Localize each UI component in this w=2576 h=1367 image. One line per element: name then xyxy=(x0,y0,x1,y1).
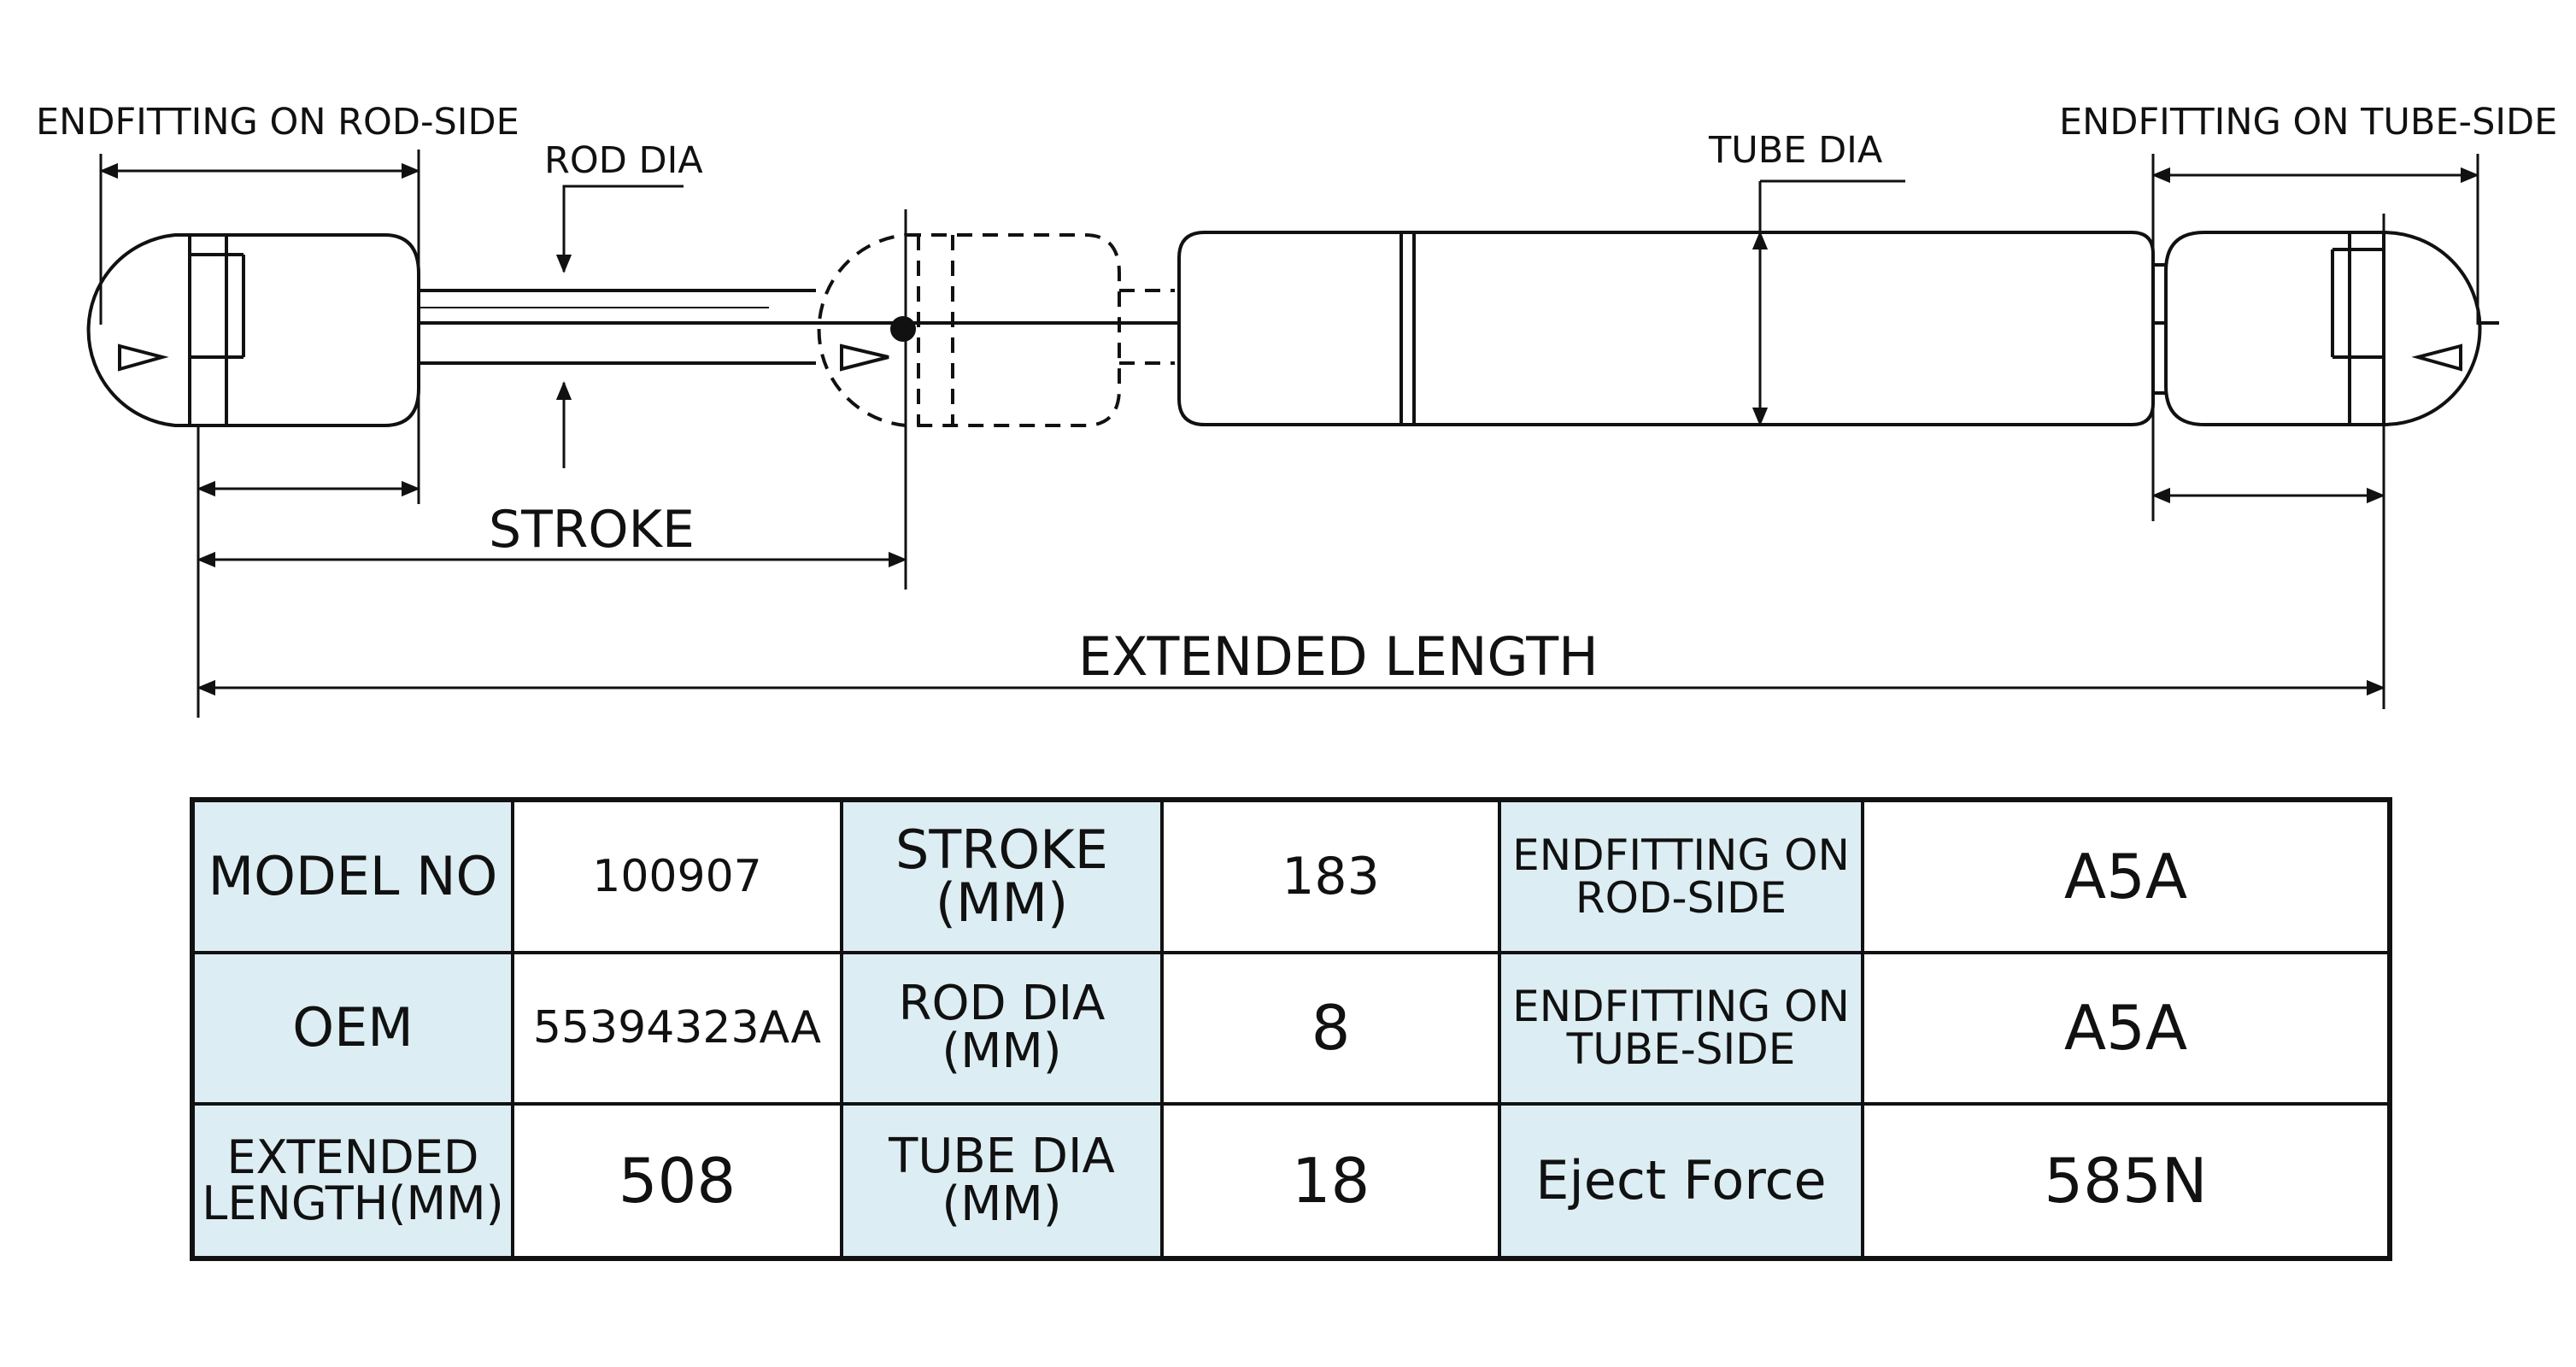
stroke-header-line2: (MM) xyxy=(935,871,1069,935)
endfitting-tube-header-line2: TUBE-SIDE xyxy=(1566,1024,1796,1075)
stroke-value: 183 xyxy=(1160,797,1501,955)
rod-dia-value: 8 xyxy=(1160,951,1501,1106)
rod-side-endfitting xyxy=(86,233,420,427)
endfitting-tube-value: A5A xyxy=(1861,951,2391,1106)
tube-dia-header-line1: TUBE DIA xyxy=(889,1128,1115,1184)
extended-length-label: EXTENDED LENGTH xyxy=(1078,625,1599,688)
retracted-endfitting-tab xyxy=(840,343,889,372)
model-no-header: MODEL NO xyxy=(191,797,514,955)
gas-spring-tube xyxy=(1177,231,2166,426)
tube-dia-header-line2: (MM) xyxy=(942,1176,1062,1232)
endfitting-rod-header-line2: ROD-SIDE xyxy=(1575,873,1787,924)
stroke-label: STROKE xyxy=(489,500,695,560)
table-row: EXTENDED LENGTH(MM) 508 TUBE DIA (MM) 18… xyxy=(191,1101,2391,1261)
piston-rod xyxy=(419,289,816,365)
gas-spring-drawing: ENDFITTING ON ROD-SIDE ROD DIA TUBE DIA … xyxy=(36,101,2557,718)
tube-side-endfitting xyxy=(2164,231,2482,426)
endfitting-rod-header: ENDFITTING ON ROD-SIDE xyxy=(1498,797,1864,955)
retracted-endfitting xyxy=(817,233,1175,427)
extended-length-header-line1: EXTENDED xyxy=(226,1129,479,1184)
table-row: OEM 55394323AA ROD DIA (MM) 8 ENDFITTING… xyxy=(191,951,2391,1106)
rod-dia-label: ROD DIA xyxy=(544,139,703,182)
oem-value: 55394323AA xyxy=(511,951,843,1106)
tube-dia-label: TUBE DIA xyxy=(1708,129,1883,172)
rod-dia-header-line2: (MM) xyxy=(942,1024,1062,1080)
endfitting-rod-value: A5A xyxy=(1861,797,2391,955)
oem-header: OEM xyxy=(191,951,514,1106)
eject-force-header: Eject Force xyxy=(1498,1101,1864,1261)
rod-dia-header-line1: ROD DIA xyxy=(898,976,1106,1032)
endfitting-tube-header: ENDFITTING ON TUBE-SIDE xyxy=(1498,951,1864,1106)
endfitting-tube-label: ENDFITTING ON TUBE-SIDE xyxy=(2059,101,2557,144)
rod-dia-header: ROD DIA (MM) xyxy=(840,951,1164,1106)
model-no-value: 100907 xyxy=(511,797,843,955)
extended-length-header: EXTENDED LENGTH(MM) xyxy=(191,1101,514,1261)
extended-length-value: 508 xyxy=(511,1101,843,1261)
table-row: MODEL NO 100907 STROKE (MM) 183 ENDFITTI… xyxy=(191,797,2391,955)
tube-dia-value: 18 xyxy=(1160,1101,1501,1261)
extended-length-header-line2: LENGTH(MM) xyxy=(202,1176,504,1230)
eject-force-value: 585N xyxy=(1861,1101,2391,1261)
tube-dia-header: TUBE DIA (MM) xyxy=(840,1101,1164,1261)
stroke-header: STROKE (MM) xyxy=(840,797,1164,955)
spec-table: MODEL NO 100907 STROKE (MM) 183 ENDFITTI… xyxy=(190,797,2392,1261)
endfitting-rod-label: ENDFITTING ON ROD-SIDE xyxy=(36,101,519,144)
endfitting-rod-header-line1: ENDFITTING ON xyxy=(1512,830,1850,881)
endfitting-tube-header-line1: ENDFITTING ON xyxy=(1512,982,1850,1032)
stroke-header-line1: STROKE xyxy=(895,818,1108,882)
retracted-pivot-point xyxy=(890,316,916,342)
